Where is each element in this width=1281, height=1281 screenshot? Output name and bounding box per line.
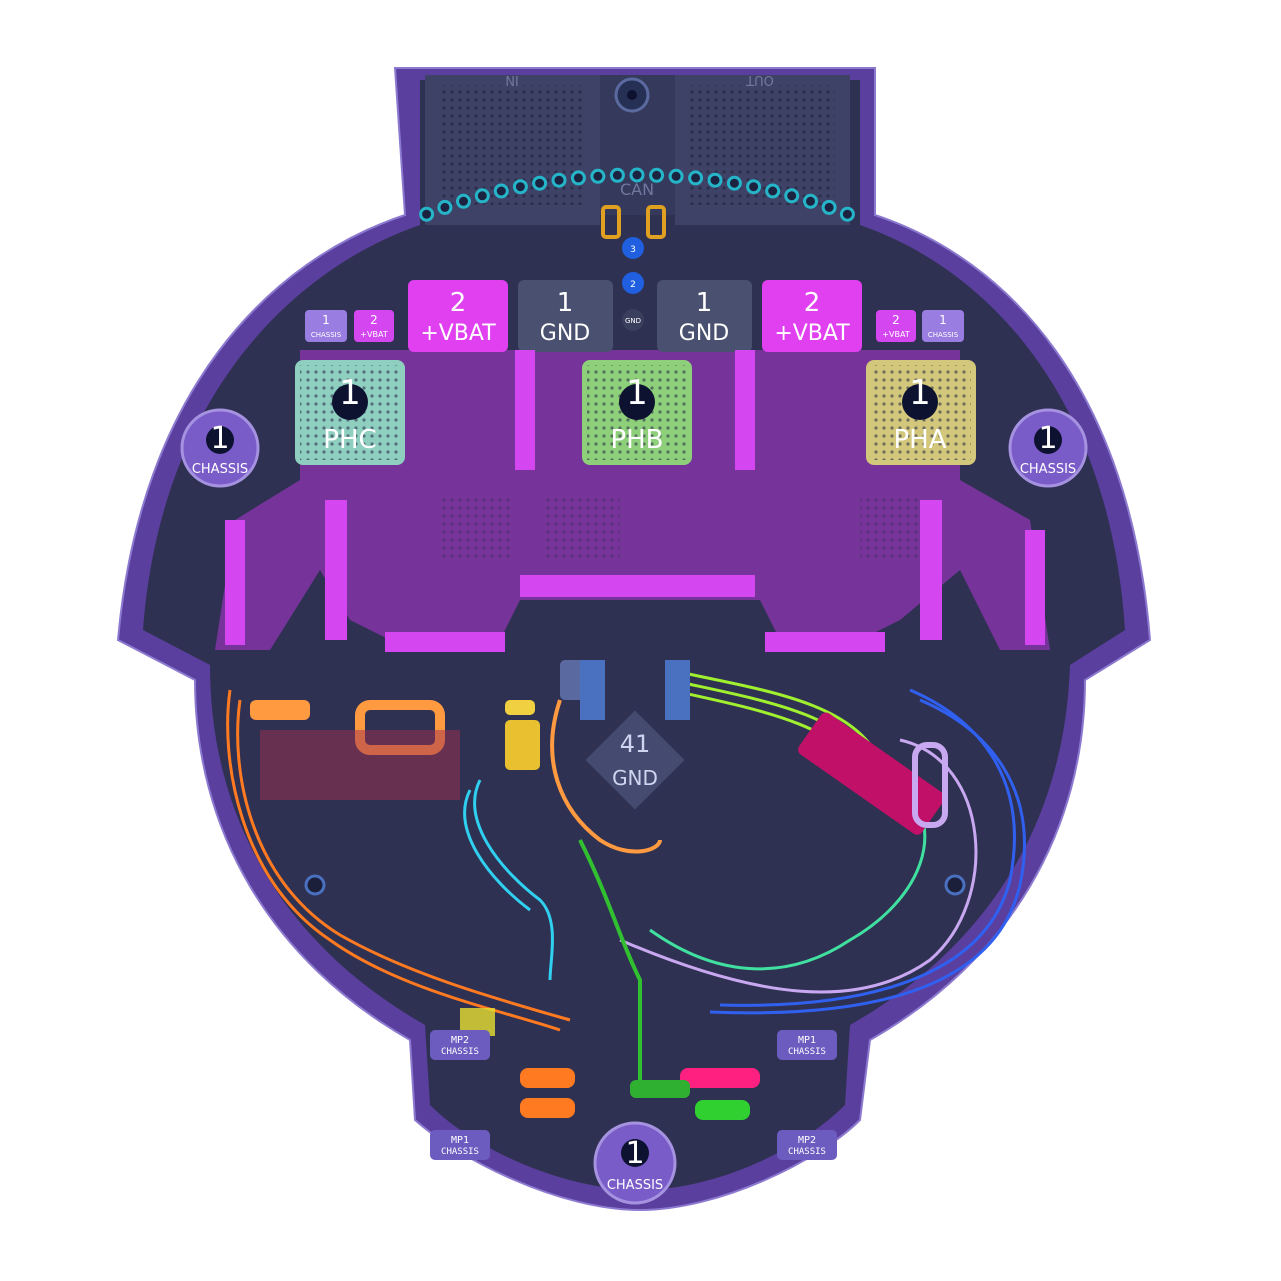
- via: [821, 199, 837, 215]
- svg-text:41: 41: [620, 730, 651, 758]
- via: [746, 179, 762, 195]
- via: [590, 168, 606, 184]
- svg-text:CHASSIS: CHASSIS: [311, 331, 342, 339]
- mosfet-strips: [225, 350, 1045, 652]
- vbat-pad-right: 2 +VBAT: [762, 280, 862, 352]
- via: [726, 175, 742, 191]
- can-pin1: GND: [625, 317, 641, 325]
- center-ic-pad: 41 GND: [585, 710, 685, 810]
- connector-in-label: IN: [505, 72, 519, 87]
- svg-text:CHASSIS: CHASSIS: [607, 1178, 663, 1193]
- via: [532, 175, 548, 191]
- svg-text:1: 1: [322, 313, 330, 327]
- svg-text:1: 1: [210, 421, 229, 456]
- svg-text:PHB: PHB: [610, 425, 663, 455]
- svg-text:CHASSIS: CHASSIS: [441, 1147, 479, 1157]
- gnd-pad-right: 1 GND: [657, 280, 752, 352]
- via: [629, 167, 645, 183]
- via: [551, 172, 567, 188]
- vbat-pad-left: 2 +VBAT: [408, 280, 508, 352]
- svg-text:GND: GND: [679, 321, 729, 346]
- via: [512, 179, 528, 195]
- svg-text:1: 1: [625, 1136, 644, 1171]
- connector-out-label: OUT: [746, 72, 774, 87]
- svg-text:CHASSIS: CHASSIS: [441, 1047, 479, 1057]
- mp-pad-top-right: MP1 CHASSIS: [777, 1030, 837, 1060]
- svg-text:2: 2: [370, 313, 378, 327]
- via: [668, 168, 684, 184]
- via: [688, 170, 704, 186]
- svg-text:+VBAT: +VBAT: [360, 330, 388, 339]
- phase-pad-pha: 1 PHA: [866, 360, 976, 465]
- svg-text:1: 1: [1038, 421, 1057, 456]
- svg-text:2: 2: [892, 313, 900, 327]
- svg-text:+VBAT: +VBAT: [882, 330, 910, 339]
- can-label: CAN: [620, 180, 654, 199]
- svg-text:+VBAT: +VBAT: [420, 321, 496, 346]
- mount-hole-bottom: 1 CHASSIS: [593, 1121, 677, 1205]
- mp-pad-top-left: MP2 CHASSIS: [430, 1030, 490, 1060]
- gnd-pad-left: 1 GND: [518, 280, 613, 352]
- edge-holes: [304, 874, 966, 896]
- chassis-small-pad-right: 1 CHASSIS: [922, 310, 964, 342]
- via: [803, 193, 818, 209]
- svg-text:1: 1: [626, 373, 648, 413]
- svg-text:1: 1: [909, 373, 931, 413]
- mount-hole-right: 1 CHASSIS: [1008, 408, 1088, 488]
- svg-text:MP1: MP1: [798, 1035, 816, 1046]
- mp-pad-bottom-right: MP2 CHASSIS: [777, 1130, 837, 1160]
- svg-text:PHC: PHC: [323, 425, 376, 455]
- via: [474, 188, 490, 204]
- components: [250, 660, 948, 1120]
- vbat-pour: [215, 350, 1050, 650]
- via: [765, 183, 781, 199]
- via: [784, 188, 800, 204]
- svg-text:1: 1: [939, 313, 947, 327]
- chassis-small-pad-left: 1 CHASSIS: [305, 310, 347, 342]
- can-pin2: 2: [630, 280, 636, 290]
- svg-text:PHA: PHA: [893, 425, 946, 455]
- phase-pad-phc: 1 PHC: [295, 360, 405, 465]
- svg-text:MP1: MP1: [451, 1135, 469, 1146]
- mp-pad-bottom-left: MP1 CHASSIS: [430, 1130, 490, 1160]
- via: [456, 193, 471, 209]
- svg-text:1: 1: [696, 288, 713, 318]
- svg-text:CHASSIS: CHASSIS: [788, 1047, 826, 1057]
- svg-text:MP2: MP2: [451, 1035, 469, 1046]
- svg-text:CHASSIS: CHASSIS: [928, 331, 959, 339]
- svg-text:1: 1: [339, 373, 361, 413]
- svg-text:CHASSIS: CHASSIS: [1020, 462, 1076, 477]
- svg-text:CHASSIS: CHASSIS: [788, 1147, 826, 1157]
- via: [609, 167, 625, 183]
- vbat-small-pad-left: 2 +VBAT: [354, 310, 394, 342]
- svg-text:CHASSIS: CHASSIS: [192, 462, 248, 477]
- svg-text:GND: GND: [540, 321, 590, 346]
- svg-text:1: 1: [557, 288, 574, 318]
- svg-text:2: 2: [450, 288, 467, 318]
- svg-text:+VBAT: +VBAT: [774, 321, 850, 346]
- svg-text:MP2: MP2: [798, 1135, 816, 1146]
- via: [493, 183, 509, 199]
- via: [649, 167, 665, 183]
- mount-hole-left: 1 CHASSIS: [180, 408, 260, 488]
- via: [707, 172, 723, 188]
- via: [570, 170, 586, 186]
- phase-pad-phb: 1 PHB: [582, 360, 692, 465]
- svg-text:2: 2: [804, 288, 821, 318]
- via: [437, 199, 453, 215]
- can-connector: IN OUT CAN 3 2 GND: [425, 72, 850, 331]
- vbat-small-pad-right: 2 +VBAT: [876, 310, 916, 342]
- via: [419, 206, 435, 222]
- via: [839, 206, 855, 222]
- svg-text:GND: GND: [612, 766, 658, 790]
- can-pin3: 3: [630, 245, 636, 255]
- via-arc: [419, 167, 855, 222]
